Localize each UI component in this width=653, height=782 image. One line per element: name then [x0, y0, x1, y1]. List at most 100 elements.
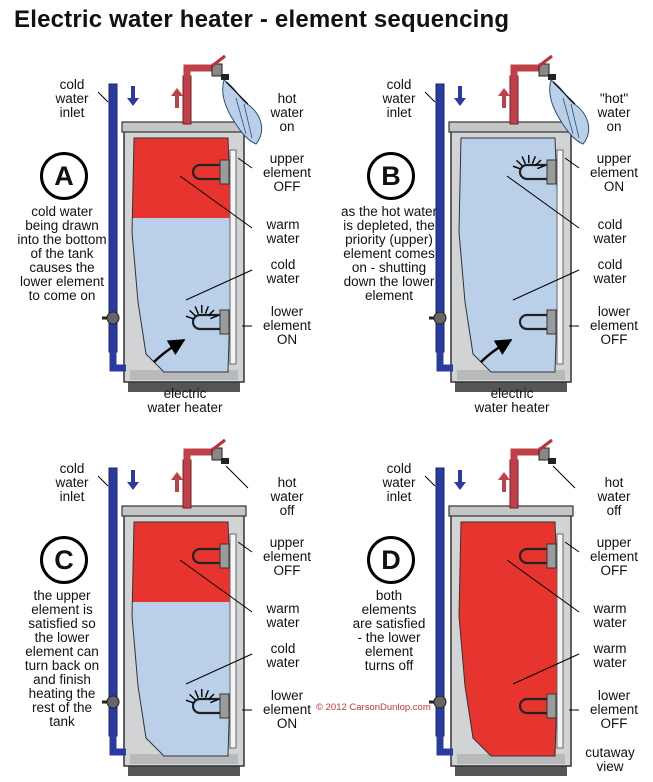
water-label-lower-line: cold — [270, 257, 296, 272]
lower-element-label-line: lower — [597, 688, 631, 703]
upper-element — [191, 159, 230, 185]
panel-description-line: the lower — [34, 630, 90, 645]
hot-outlet-pipe — [182, 459, 192, 509]
cold-inlet-label-line: water — [55, 475, 89, 490]
hot-water-label-line: hot — [604, 475, 624, 490]
lower-element — [185, 688, 230, 719]
water-stream — [222, 79, 263, 145]
lower-element-label-line: element — [589, 318, 639, 333]
lower-element-label-line: element — [589, 702, 639, 717]
lower-element — [518, 309, 557, 335]
cold-inlet-label-line: water — [382, 475, 416, 490]
drain-valve — [106, 311, 120, 325]
hot-water-label-line: water — [270, 105, 304, 120]
cold-inlet-label-line: cold — [59, 461, 85, 476]
dip-tube — [229, 533, 237, 749]
hot-outlet-pipe — [509, 459, 519, 509]
water-label-middle-line: cold — [597, 217, 623, 232]
lower-element-label-line: lower — [270, 688, 304, 703]
copyright-text: © 2012 CarsonDunlop.com — [316, 702, 431, 713]
panel-description-line: cold water — [31, 204, 93, 219]
faucet-handle — [211, 438, 226, 452]
warm-water-region — [458, 521, 560, 757]
panel-description-line: on - shutting — [351, 260, 427, 275]
upper-element — [512, 154, 557, 185]
water-label-lower-line: cold — [597, 257, 623, 272]
water-heater-panel-a — [97, 54, 263, 392]
panel-description-line: element — [364, 288, 414, 303]
hot-water-label-line: off — [606, 503, 622, 518]
lower-element-label-line: lower — [270, 304, 304, 319]
faucet-handle — [538, 438, 553, 452]
panel-description-line: element can — [25, 644, 99, 659]
dip-tube — [229, 149, 237, 365]
upper-element — [518, 543, 557, 569]
panel-letter-badge: D — [367, 536, 415, 584]
hot-water-label-line: off — [279, 503, 295, 518]
panel-description-line: being drawn — [25, 218, 99, 233]
upper-element-label-line: element — [262, 549, 312, 564]
water-label-lower-line: water — [593, 271, 627, 286]
panel-description-line: is depleted, the — [343, 218, 435, 233]
heater-caption-line: water heater — [474, 400, 550, 415]
cold-flow-arrow — [131, 470, 135, 482]
hot-water-label-line: "hot" — [599, 91, 629, 106]
upper-element-label-line: upper — [269, 151, 305, 166]
cold-water-region — [458, 137, 560, 373]
lower-element-label-line: lower — [597, 304, 631, 319]
hot-flow-arrow — [171, 472, 183, 480]
water-label-middle-line: water — [593, 231, 627, 246]
lower-element — [518, 693, 557, 719]
cold-inlet-label-line: water — [55, 91, 89, 106]
upper-element-label-line: OFF — [273, 563, 301, 578]
water-label-middle-line: water — [266, 231, 300, 246]
panel-description-line: element comes — [343, 246, 435, 261]
tank-base — [455, 382, 567, 392]
panel-description-line: lower element — [19, 274, 105, 289]
faucet-handle — [538, 54, 553, 68]
upper-element-label-line: OFF — [600, 563, 628, 578]
panel-description-line: turns off — [364, 658, 414, 673]
panel-letter-badge: B — [367, 152, 415, 200]
water-label-middle-line: water — [593, 615, 627, 630]
water-label-middle-line: warm — [266, 601, 300, 616]
water-heater-panel-d — [424, 438, 580, 776]
cold-inlet-label-line: inlet — [386, 105, 412, 120]
water-label-middle-line: water — [266, 615, 300, 630]
cold-inlet-label-line: inlet — [59, 105, 85, 120]
tank-base — [128, 382, 240, 392]
heater-caption-line: electric — [490, 386, 534, 401]
upper-element-label-line: element — [589, 165, 639, 180]
flow-arrow — [153, 338, 186, 363]
faucet-handle — [211, 54, 226, 68]
upper-element-label-line: element — [262, 165, 312, 180]
cold-inlet-label-line: inlet — [59, 489, 85, 504]
panel-description-line: satisfied so — [28, 616, 96, 631]
water-stream — [549, 79, 590, 145]
water-label-middle-line: warm — [593, 601, 627, 616]
drain-valve — [433, 695, 447, 709]
hot-flow-arrow — [498, 472, 510, 480]
panel-description-line: turn back on — [24, 658, 100, 673]
panel-description-line: tank — [49, 714, 75, 729]
upper-element — [191, 543, 230, 569]
panel-description-line: rest of the — [31, 700, 93, 715]
lower-element-label-line: element — [262, 318, 312, 333]
cold-flow-arrow — [131, 86, 135, 98]
